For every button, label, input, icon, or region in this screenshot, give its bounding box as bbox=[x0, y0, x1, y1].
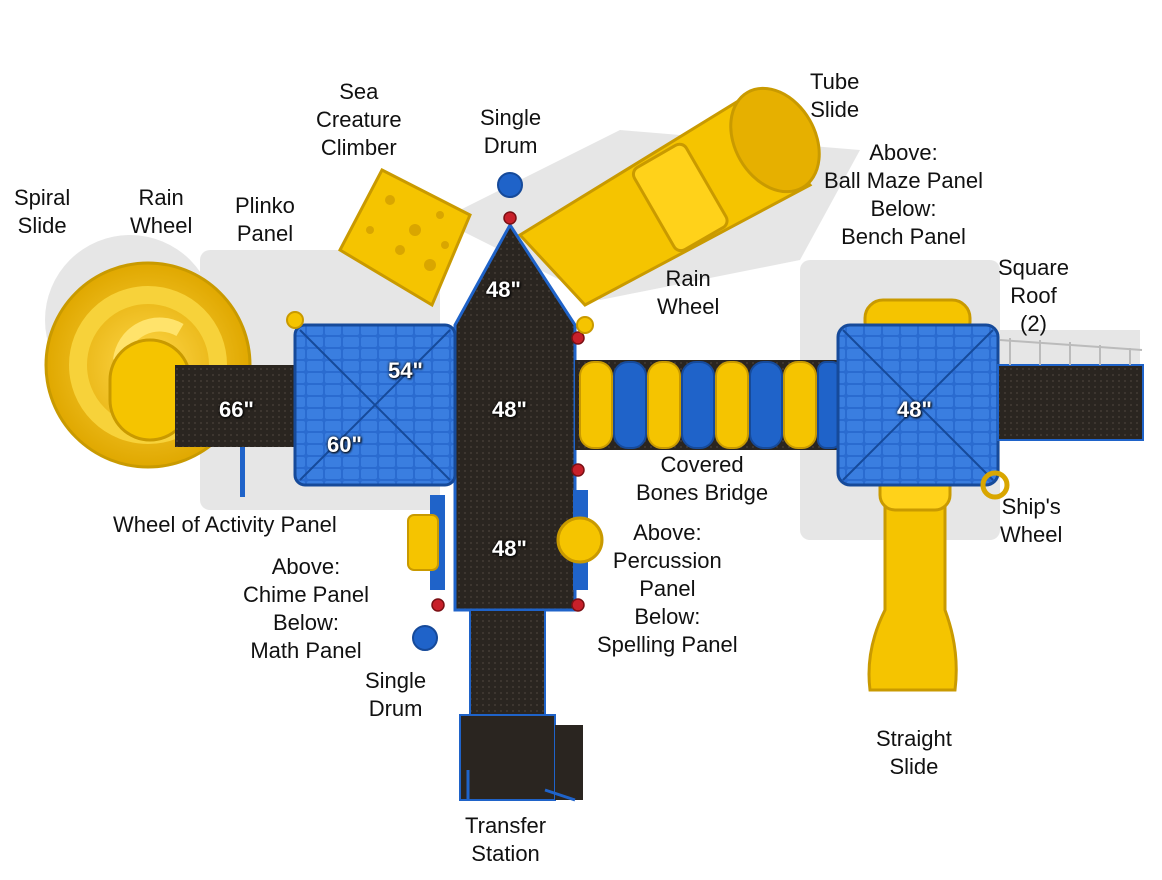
tube-slide bbox=[517, 86, 821, 307]
label-wheel-of-activity: Wheel of Activity Panel bbox=[113, 512, 337, 537]
chime-panel bbox=[407, 495, 445, 590]
left-roof bbox=[293, 323, 457, 487]
rain-wheel-icon bbox=[286, 311, 304, 329]
post-caps bbox=[431, 211, 585, 612]
height-left-top: 54" bbox=[388, 358, 423, 383]
height-right: 48" bbox=[897, 397, 932, 422]
sea-creature-climber bbox=[338, 167, 472, 308]
height-peak: 48" bbox=[486, 277, 521, 302]
transfer-station bbox=[459, 609, 583, 802]
spiral-deck bbox=[175, 365, 300, 447]
height-center-mid: 48" bbox=[492, 397, 527, 422]
height-spiral: 66" bbox=[219, 397, 254, 422]
covered-bones-bridge bbox=[575, 360, 841, 450]
ships-wheel-icon bbox=[980, 470, 1010, 500]
right-deck bbox=[997, 364, 1144, 441]
right-rail bbox=[999, 338, 1143, 365]
single-drum-icon bbox=[412, 172, 523, 651]
percussion-panel bbox=[556, 490, 604, 590]
rain-wheel-icon bbox=[576, 316, 594, 334]
height-left-bottom: 60" bbox=[327, 432, 362, 457]
height-center-low: 48" bbox=[492, 536, 527, 561]
